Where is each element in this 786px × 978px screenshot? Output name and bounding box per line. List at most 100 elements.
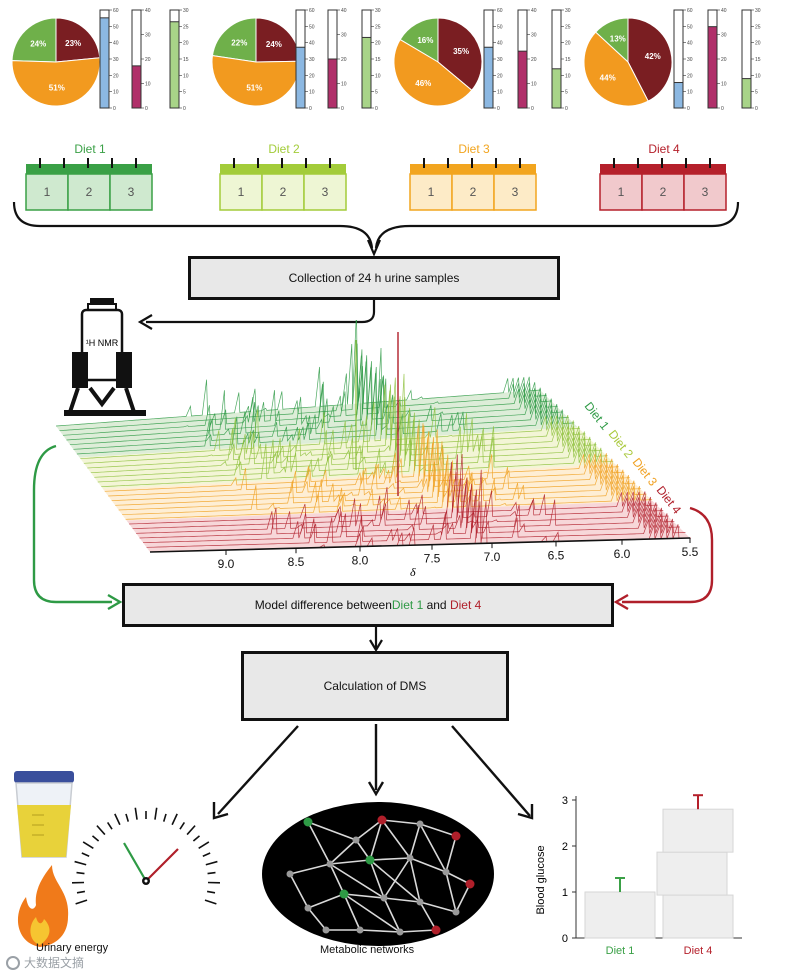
gauge-3-1-fill — [483, 46, 494, 109]
gauge-3-3-tick-5: 25 — [565, 24, 571, 30]
network-edge-26 — [343, 893, 361, 931]
bg-category-1: Diet 1 — [606, 945, 635, 957]
nmr-spectrum-25 — [139, 483, 675, 539]
gauge-2-2-tick-3: 30 — [341, 33, 347, 39]
gauge-1-3-tick-0: 0 — [183, 106, 186, 112]
watermark: 大数据文摘 — [6, 954, 84, 971]
network-node-13 — [339, 889, 349, 899]
network-node-18 — [396, 928, 404, 936]
pie-4-label-2: 42% — [645, 52, 661, 61]
gauge-4-1-tick-3: 30 — [687, 57, 693, 63]
network-node-14 — [380, 894, 388, 902]
gauge-1-3-fill — [169, 21, 180, 109]
nmr-spectrum-21 — [125, 460, 653, 520]
diet-3-day-1 — [409, 173, 453, 211]
watermark-text: 大数据文摘 — [24, 956, 85, 970]
metabolic-networks-label: Metabolic networks — [320, 944, 415, 956]
arrow-to-nmr — [137, 300, 376, 330]
nmr-spectrum-18 — [115, 442, 636, 506]
network-edge-13 — [369, 857, 411, 861]
gauge-1-1-tick-5: 50 — [113, 24, 119, 30]
gauge-2-1-tick-2: 20 — [309, 73, 315, 79]
network-edge-8 — [409, 823, 421, 859]
diet-3-calendar-header — [410, 164, 536, 174]
diet-1-calendar-header — [26, 164, 152, 174]
diet-1-title: Diet 1 — [74, 142, 106, 156]
model-prefix: Model difference between — [254, 598, 392, 612]
network-edge-36 — [419, 823, 447, 873]
network-node-16 — [452, 908, 460, 916]
nmr-x-axis — [149, 537, 691, 553]
dms-label: Calculation of DMS — [323, 679, 427, 693]
bg-bar-2-cube-1 — [662, 894, 734, 939]
nmr-spectrum-17 — [111, 437, 630, 502]
nmr-spectrum-24 — [136, 477, 669, 534]
pie-4-slice-2 — [627, 17, 673, 102]
pie-1-slice-1 — [11, 17, 57, 63]
network-node-11 — [465, 879, 475, 889]
brace-left — [12, 201, 374, 249]
network-node-20 — [431, 925, 441, 935]
bg-bar-2-cube-2 — [656, 851, 728, 896]
network-edge-37 — [381, 819, 411, 859]
gauge-1-3-tick-1: 5 — [183, 90, 186, 96]
diet-4-day-1 — [599, 173, 643, 211]
gauge-3-1-tick-1: 10 — [497, 90, 503, 96]
gauge-2-3-tick-6: 30 — [375, 8, 381, 14]
gauge-4-3-tick-6: 30 — [755, 8, 761, 14]
pie-4-slice-3 — [583, 31, 649, 107]
gauge-4-3-tick-2: 10 — [755, 73, 761, 79]
gauge-2-2-tick-0: 0 — [341, 106, 344, 112]
gauge-1-2-tick-2: 20 — [145, 57, 151, 63]
gauge-2-1-tick-1: 10 — [309, 90, 315, 96]
gauge-2-1-tick-5: 50 — [309, 24, 315, 30]
gauge-1-1-tick-2: 20 — [113, 73, 119, 79]
nmr-tick-4: 7.0 — [484, 550, 501, 564]
gauge-1-1-tick-6: 60 — [113, 8, 119, 14]
pie-3-label-3: 46% — [415, 79, 431, 88]
pie-2-slice-1 — [211, 17, 257, 63]
gauge-4-3-tick-0: 0 — [755, 106, 758, 112]
gauge-2-3-tick-2: 10 — [375, 73, 381, 79]
network-edge-12 — [329, 859, 371, 865]
gauge-3-1-tick-0: 0 — [497, 106, 500, 112]
diet-1-day-2 — [67, 173, 111, 211]
gauge-2-3-fill — [361, 36, 372, 109]
gauge-1-1-tick-4: 40 — [113, 41, 119, 47]
network-node-19 — [322, 926, 330, 934]
gauge-4-2-tick-0: 0 — [721, 106, 724, 112]
diet-2-day-3-label: 3 — [322, 185, 329, 199]
flame-icon — [17, 865, 69, 947]
gauge-4-3-tick-3: 15 — [755, 57, 761, 63]
network-edge-38 — [329, 863, 385, 899]
gauge-1-3-tick-6: 30 — [183, 8, 189, 14]
gauge-1-3-tick-5: 25 — [183, 24, 189, 30]
arrow-down-collection — [366, 239, 382, 257]
gauge-3-3-tick-3: 15 — [565, 57, 571, 63]
gauge-1-1-tick-0: 0 — [113, 106, 116, 112]
pie-charts: 24%23%51%22%24%51%16%35%46%13%42%44% — [11, 17, 673, 107]
gauge-2-2-tick-2: 20 — [341, 57, 347, 63]
gauge-3-2-tick-2: 20 — [531, 57, 537, 63]
diet-4-title: Diet 4 — [648, 142, 680, 156]
gauge-2-3-tick-4: 20 — [375, 41, 381, 47]
model-diet1: Diet 1 — [391, 598, 424, 612]
side-arrows — [32, 444, 714, 611]
network-node-4 — [416, 820, 424, 828]
pie-3-slice-2 — [437, 17, 483, 91]
gauge-2-2-fill — [327, 58, 338, 109]
nmr-band-1 — [56, 390, 578, 458]
gauge-1-2-tick-0: 0 — [145, 106, 148, 112]
diet-2-day-2-label: 2 — [280, 185, 287, 199]
model-difference-step: Model difference between Diet 1 and Diet… — [122, 583, 614, 627]
gauge-4-2-tick-2: 20 — [721, 57, 727, 63]
nmr-instrument-label: ¹H NMR — [86, 338, 119, 348]
pie-1-label-1: 24% — [30, 40, 46, 49]
nmr-spectrum-9 — [83, 377, 586, 464]
network-node-8 — [365, 855, 375, 865]
pie-3-label-2: 35% — [453, 47, 469, 56]
diet-4-day-2-label: 2 — [660, 185, 667, 199]
nmr-spectrum-16 — [108, 423, 625, 497]
gauge-4-2-tick-4: 40 — [721, 8, 727, 14]
